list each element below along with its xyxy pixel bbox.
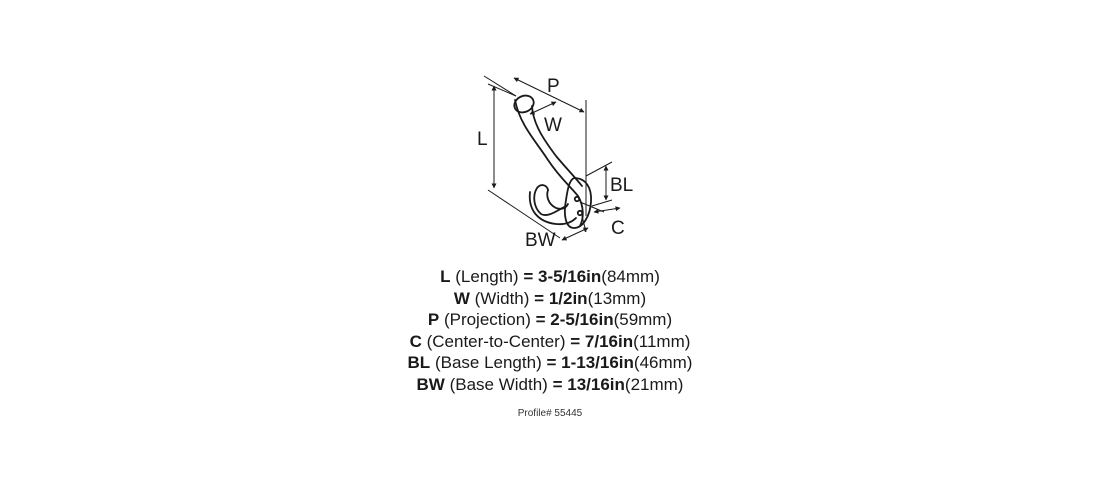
hook-lower-curve xyxy=(528,191,577,226)
hook-upper-arm-outer xyxy=(514,99,584,227)
dim-BL-extension-bottom xyxy=(591,199,613,207)
spec-mm: (84mm) xyxy=(601,267,660,286)
dim-label-C: C xyxy=(611,218,625,239)
spec-equals: = xyxy=(552,374,563,394)
spec-code: BW xyxy=(416,374,445,394)
spec-code: P xyxy=(427,310,440,330)
dim-P-line xyxy=(513,77,585,113)
spec-row-center-to-center: C (Center-to-Center) = 7/16in(11mm) xyxy=(0,331,1100,353)
screw-hole-bottom xyxy=(576,209,584,217)
dim-label-W: W xyxy=(544,115,562,136)
spec-equals: = xyxy=(535,310,546,330)
hook-lower-arm-outer xyxy=(533,184,567,216)
spec-row-base-length: BL (Base Length) = 1-13/16in(46mm) xyxy=(0,352,1100,374)
spec-mm: (46mm) xyxy=(633,353,693,373)
screw-hole-top xyxy=(573,195,581,203)
dimension-lines xyxy=(483,75,621,241)
hook-lower-arm-inner xyxy=(546,189,569,210)
spec-name: (Width) xyxy=(474,288,530,308)
spec-inch: 1/2in xyxy=(548,288,588,308)
spec-name: (Length) xyxy=(455,267,519,286)
dim-P-extension-left xyxy=(483,75,517,97)
profile-number: Profile# 55445 xyxy=(517,408,583,419)
spec-inch: 3-5/16in xyxy=(537,267,602,286)
dim-W-line xyxy=(529,101,557,115)
spec-row-projection: P (Projection) = 2-5/16in(59mm) xyxy=(0,309,1100,331)
spec-inch: 13/16in xyxy=(567,374,625,394)
spec-name: (Center-to-Center) xyxy=(426,331,566,351)
hook-illustration xyxy=(513,94,592,229)
dim-label-BW: BW xyxy=(525,230,556,251)
hook-base-plate xyxy=(563,177,592,229)
spec-equals: = xyxy=(546,353,557,373)
dim-BW-line xyxy=(561,227,589,241)
dim-label-BL: BL xyxy=(610,175,633,196)
dim-label-P: P xyxy=(547,76,560,97)
spec-name: (Projection) xyxy=(443,310,531,330)
dim-C-line xyxy=(593,206,621,214)
spec-inch: 1-13/16in xyxy=(561,353,634,373)
spec-row-base-width: BW (Base Width) = 13/16in(21mm) xyxy=(0,374,1100,396)
dim-BL-extension-top xyxy=(585,161,613,177)
spec-mm: (59mm) xyxy=(613,310,673,330)
spec-inch: 7/16in xyxy=(584,331,634,351)
spec-equals: = xyxy=(570,331,581,351)
spec-row-width: W (Width) = 1/2in(13mm) xyxy=(0,288,1100,310)
spec-row-length: L (Length) = 3-5/16in(84mm) xyxy=(0,266,1100,288)
spec-code: BL xyxy=(407,353,431,373)
spec-equals: = xyxy=(523,267,534,286)
spec-name: (Base Width) xyxy=(449,374,548,394)
dimension-specs: L (Length) = 3-5/16in(84mm) W (Width) = … xyxy=(0,266,1100,396)
dim-L-extension-bottom xyxy=(487,189,561,239)
dim-L-extension-top xyxy=(487,83,517,97)
spec-mm: (11mm) xyxy=(633,331,691,351)
spec-mm: (21mm) xyxy=(624,374,684,394)
spec-name: (Base Length) xyxy=(434,353,542,373)
spec-mm: (13mm) xyxy=(587,288,647,308)
spec-code: W xyxy=(453,288,470,308)
spec-equals: = xyxy=(534,288,545,308)
spec-code: C xyxy=(409,331,422,351)
dim-label-L: L xyxy=(477,129,488,150)
spec-inch: 2-5/16in xyxy=(550,310,614,330)
spec-code: L xyxy=(440,267,451,286)
